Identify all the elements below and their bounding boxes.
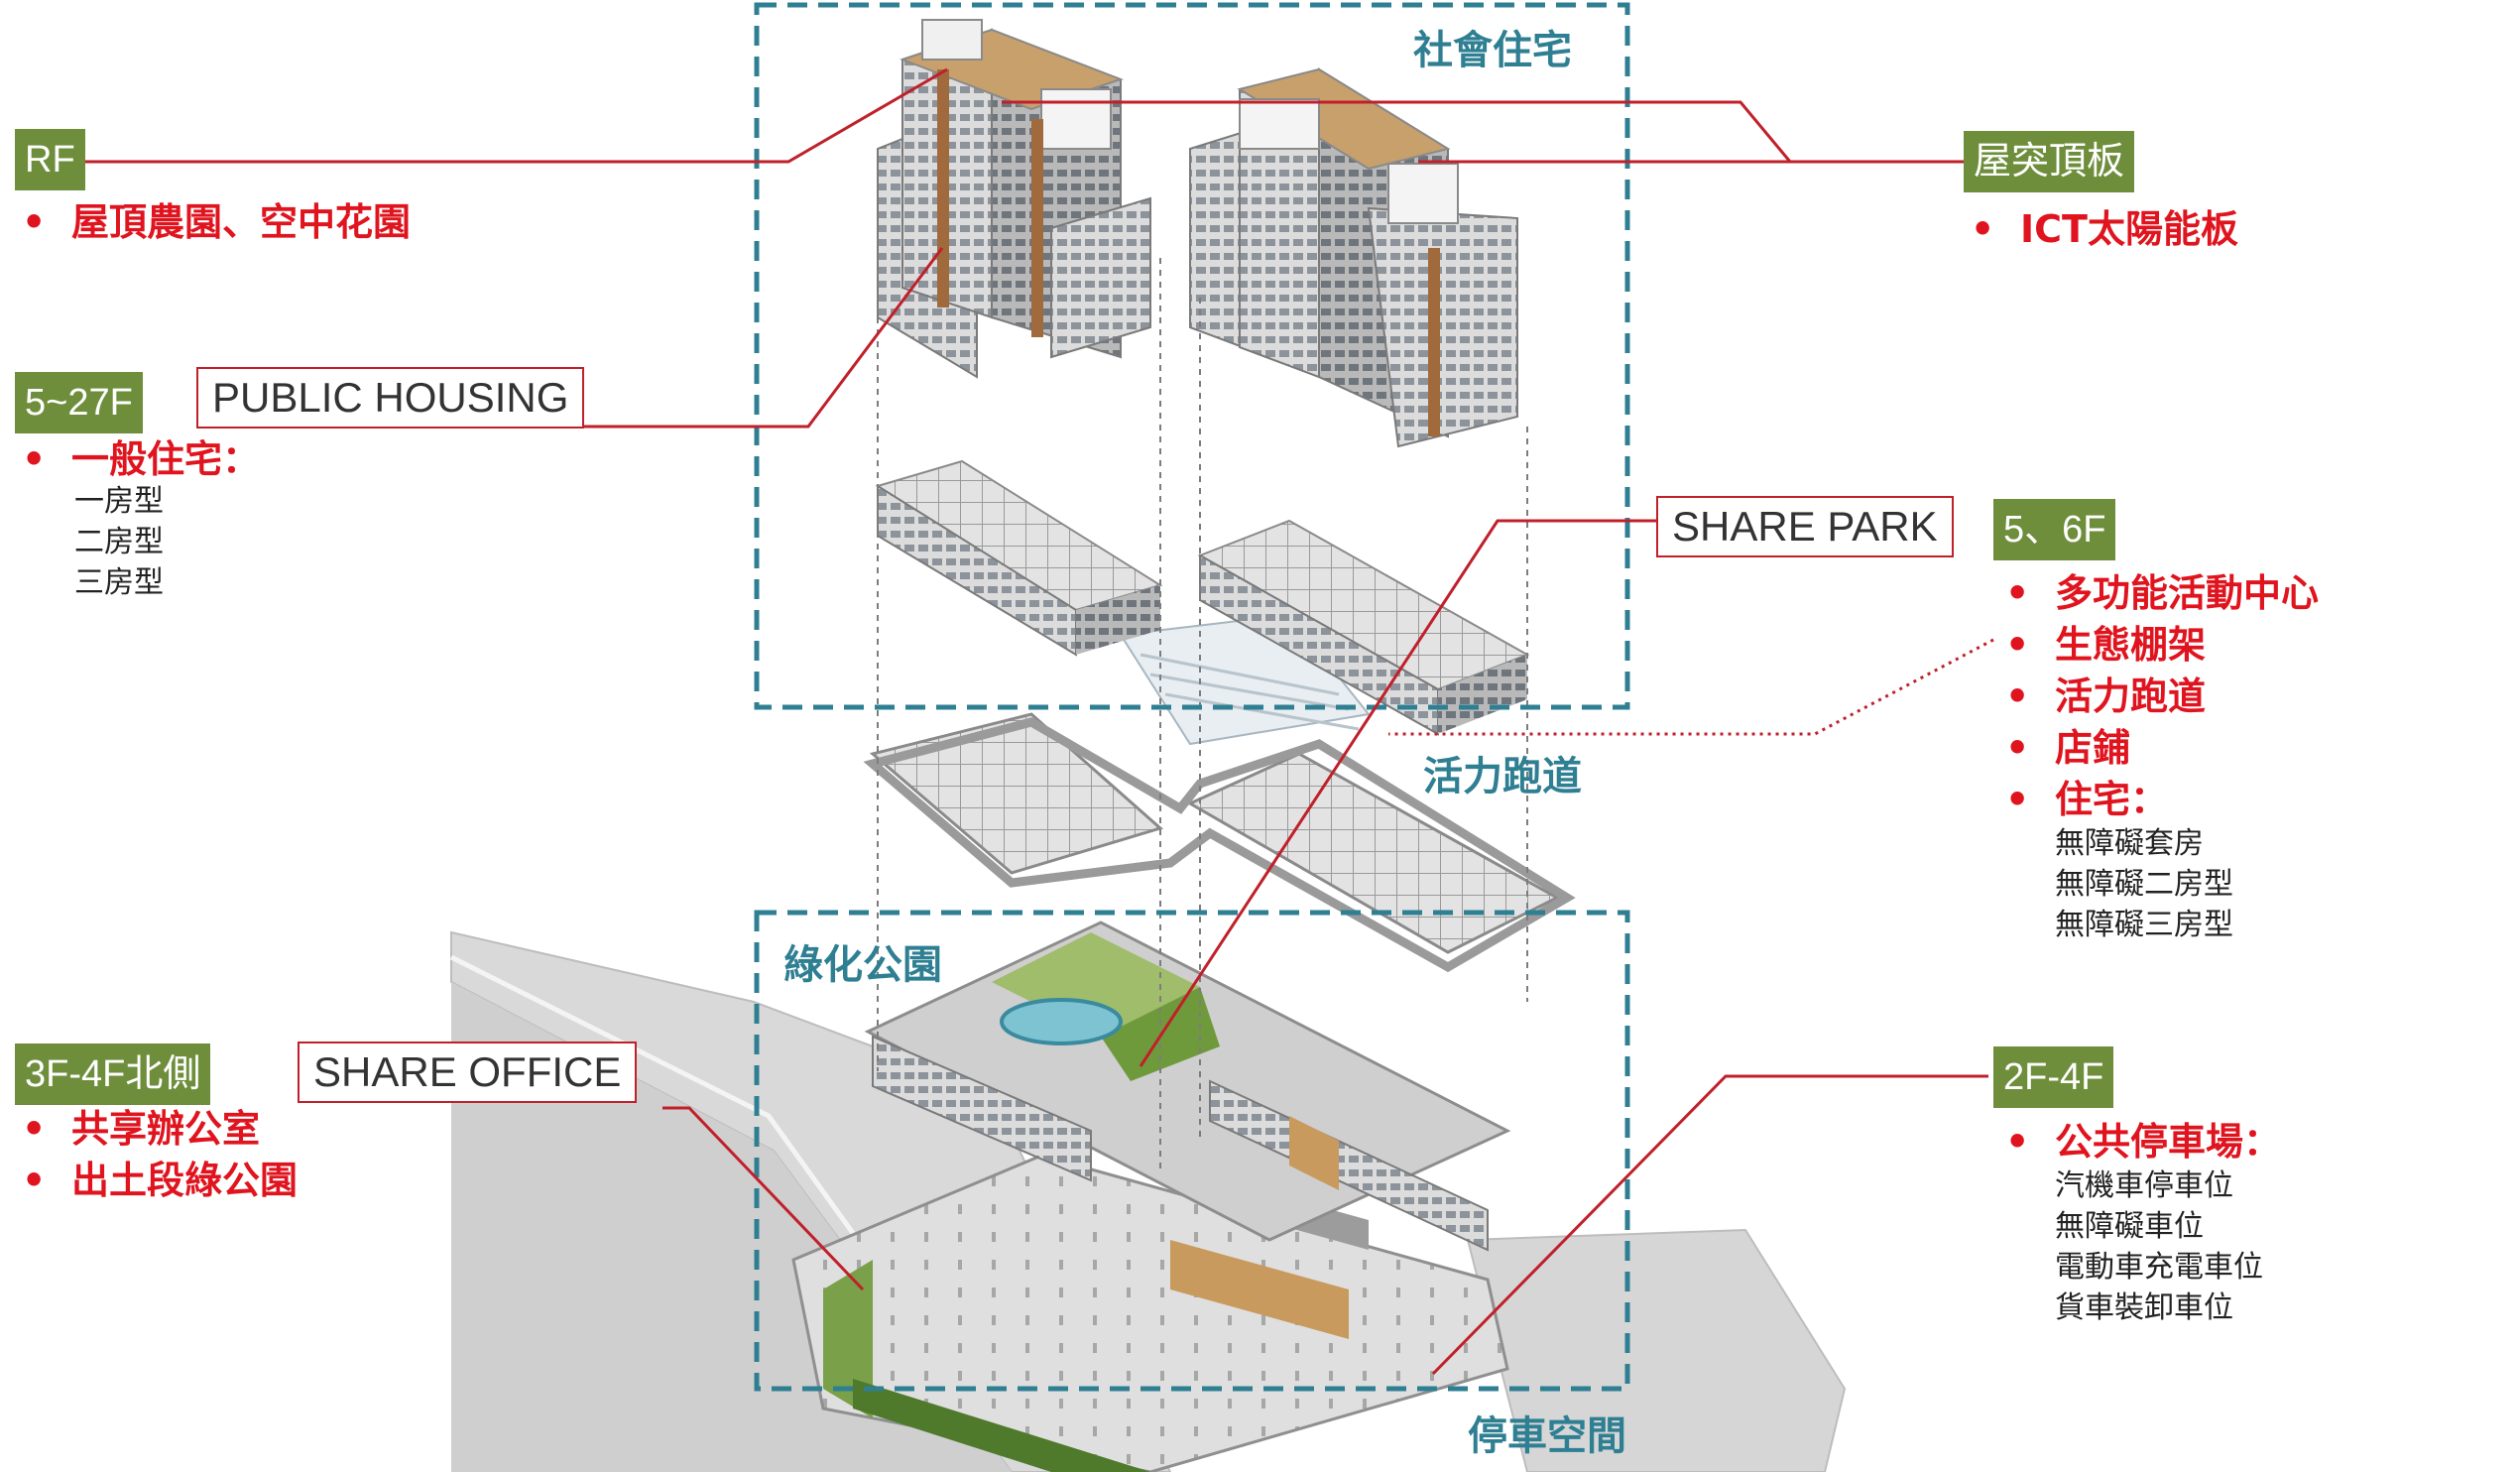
share-park-sub-3: 無障礙三房型: [2055, 908, 2233, 942]
housing-floor-tag: 5~27F: [15, 372, 143, 433]
share-park-bullet-3: 活力跑道: [2005, 671, 2319, 722]
leader-share-park: [1139, 519, 1656, 1067]
zone-label-parking-space: 停車空間: [1468, 1413, 1626, 1459]
housing-sub-2: 二房型: [74, 525, 164, 559]
share-office-box: SHARE OFFICE: [298, 1042, 638, 1103]
share-park-sub-2: 無障礙二房型: [2055, 867, 2233, 902]
leader-dotted-track: [1388, 638, 1994, 736]
share-park-box: SHARE PARK: [1656, 496, 1954, 557]
leader-roof-panel: [1002, 100, 1964, 164]
office-bullets: 共享辦公室 出土段綠公園: [22, 1103, 298, 1206]
parking-sub-items: 汽機車停車位 無障礙車位 電動車充電車位 貨車裝卸車位: [2055, 1165, 2263, 1328]
roof-panel-tag: 屋突頂板: [1964, 131, 2135, 192]
share-park-bullet-1: 多功能活動中心: [2005, 567, 2319, 619]
share-park-bullet-5: 住宅：: [2005, 774, 2319, 825]
housing-sub-items: 一房型 二房型 三房型: [74, 481, 164, 603]
office-bullet-2: 出土段綠公園: [22, 1155, 298, 1206]
rf-floor-tag: RF: [15, 129, 85, 190]
share-park-bullet-4: 店鋪: [2005, 722, 2319, 774]
leader-rf: [74, 67, 948, 164]
housing-bullet-1: 一般住宅：: [22, 433, 260, 485]
parking-bullets: 公共停車場：: [2005, 1116, 2281, 1167]
share-park-floor-tag: 5、6F: [1993, 499, 2116, 560]
share-park-sub-items: 無障礙套房 無障礙二房型 無障礙三房型: [2055, 823, 2233, 945]
parking-sub-4: 貨車裝卸車位: [2055, 1290, 2233, 1325]
share-park-bullets: 多功能活動中心 生態棚架 活力跑道 店鋪 住宅：: [2005, 567, 2319, 825]
public-housing-box: PUBLIC HOUSING: [196, 367, 585, 429]
office-floor-tag: 3F-4F北側: [15, 1043, 211, 1105]
rf-bullet-1: 屋頂農園、空中花園: [22, 196, 411, 248]
low-rise-blocks: [875, 459, 1530, 736]
zone-label-social-housing: 社會住宅: [1413, 28, 1572, 73]
leader-housing: [563, 247, 944, 429]
tower-left: [877, 19, 1151, 379]
leader-parking: [1431, 1074, 1988, 1376]
projection-lines: [877, 258, 1528, 1170]
rf-bullets: 屋頂農園、空中花園: [22, 196, 411, 248]
parking-sub-1: 汽機車停車位: [2055, 1168, 2233, 1203]
tower-right: [1189, 67, 1518, 448]
share-park-bullet-2: 生態棚架: [2005, 619, 2319, 671]
zone-label-green-park: 綠化公園: [783, 942, 942, 988]
parking-floor-tag: 2F-4F: [1993, 1046, 2114, 1108]
zone-boxes: [754, 2, 1630, 1392]
zone-box-social-housing: [754, 2, 1630, 710]
zone-box-green-park: [754, 910, 1630, 1392]
parking-sub-2: 無障礙車位: [2055, 1209, 2204, 1244]
share-park-sub-1: 無障礙套房: [2055, 826, 2204, 861]
parking-bullet-1: 公共停車場：: [2005, 1116, 2281, 1167]
roof-panel-bullet-1: ICT太陽能板: [1971, 203, 2238, 255]
office-bullet-1: 共享辦公室: [22, 1103, 298, 1155]
housing-sub-3: 三房型: [74, 565, 164, 600]
leader-lines: [74, 67, 1988, 1376]
roof-panel-bullets: ICT太陽能板: [1971, 203, 2238, 255]
housing-bullets: 一般住宅：: [22, 433, 260, 485]
leader-office: [662, 1106, 865, 1291]
housing-sub-1: 一房型: [74, 484, 164, 519]
zone-label-vitality-track: 活力跑道: [1423, 754, 1582, 799]
parking-sub-3: 電動車充電車位: [2055, 1250, 2263, 1285]
